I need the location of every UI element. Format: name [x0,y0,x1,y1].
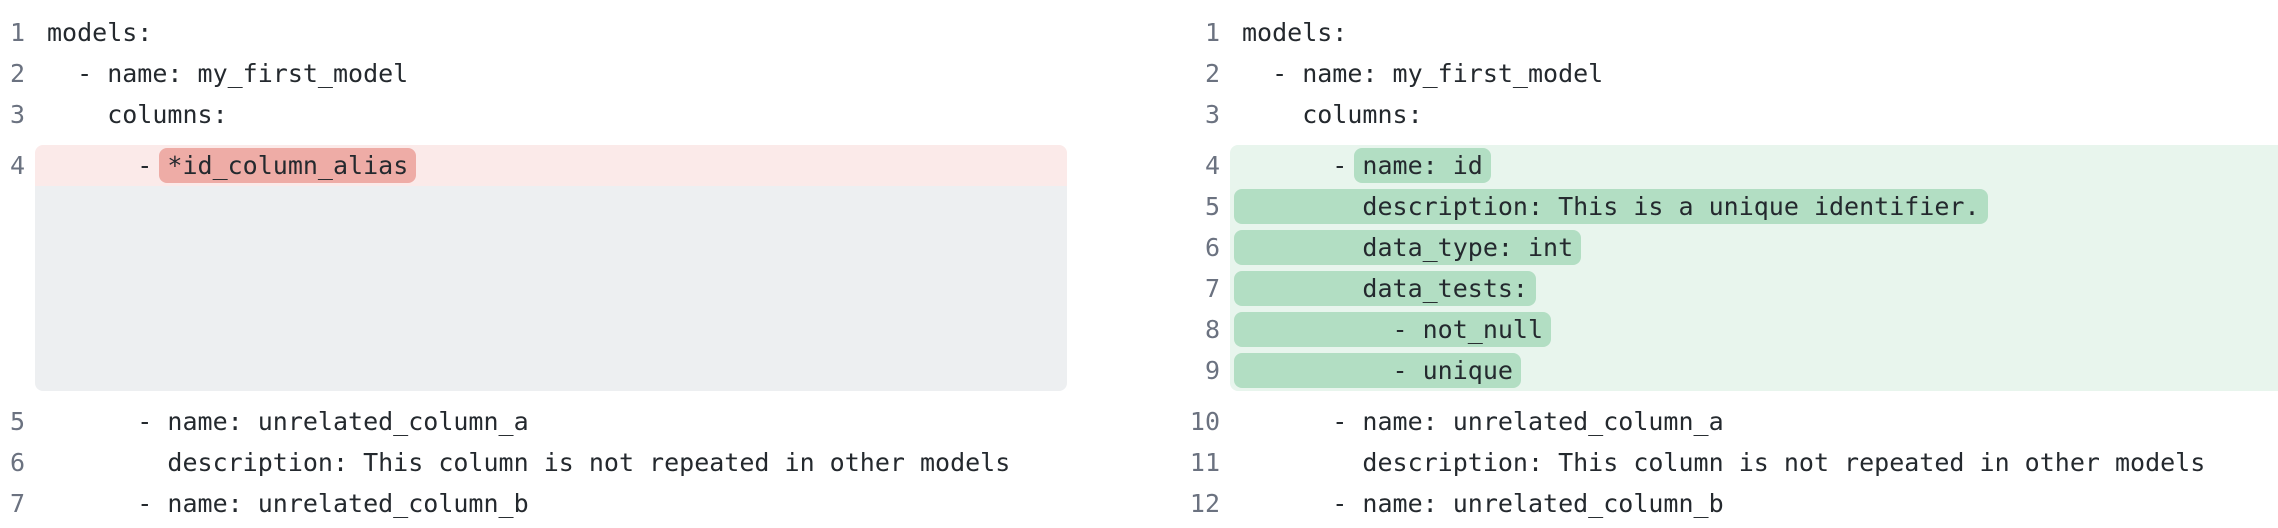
code-text: - name: unrelated_column_b [1242,489,1724,518]
added-word-highlight: - not_null [1234,312,1552,347]
line-number: 7 [9,489,25,518]
code-line: 3 columns: [1175,94,2278,135]
added-line: data_tests: [1230,268,2278,309]
added-word-highlight: name: id [1354,148,1491,183]
code-text: - name: unrelated_column_a [1242,407,1724,436]
line-number: 11 [1189,448,1220,477]
code-text: description: This column is not repeated… [1242,448,2206,477]
added-block-gutter: 4 5 6 7 8 9 [1175,145,1220,391]
code-line: 1 models: [0,12,1139,53]
removed-block-body: - *id_column_alias [35,145,1067,391]
removed-block-gutter: 4 [0,145,25,391]
diff-pane-before: 1 models: 2 - name: my_first_model 3 col… [0,12,1139,524]
line-number: 6 [9,448,25,477]
added-block: 4 5 6 7 8 9 - name: id description: This… [1175,145,2278,391]
added-line: - not_null [1230,309,2278,350]
code-text: - name: unrelated_column_b [47,489,529,518]
line-number: 10 [1189,407,1220,436]
code-text: - name: unrelated_column_a [47,407,529,436]
line-number: 3 [1204,100,1220,129]
code-text: - [1242,151,1363,180]
line-number: 4 [1204,151,1220,180]
diff-pane-after: 1 models: 2 - name: my_first_model 3 col… [1139,0,2278,528]
code-line: 11 description: This column is not repea… [1175,442,2278,483]
removed-word-highlight: *id_column_alias [159,148,417,183]
line-number: 9 [1204,356,1220,385]
line-number: 3 [9,100,25,129]
line-number: 1 [9,18,25,47]
added-line: - unique [1230,350,2278,391]
added-word-highlight: description: This is a unique identifier… [1234,189,1988,224]
added-line: - name: id [1230,145,2278,186]
line-number: 5 [1204,192,1220,221]
added-line: description: This is a unique identifier… [1230,186,2278,227]
added-word-highlight: data_type: int [1234,230,1582,265]
code-text: - [47,151,168,180]
code-line: 6 description: This column is not repeat… [0,442,1139,483]
code-line: 12 - name: unrelated_column_b [1175,483,2278,524]
code-line: 3 columns: [0,94,1139,135]
code-text: columns: [1242,100,1423,129]
code-text: columns: [47,100,228,129]
added-word-highlight: data_tests: [1234,271,1536,306]
added-word-highlight: - unique [1234,353,1521,388]
code-line: 7 - name: unrelated_column_b [0,483,1139,524]
added-block-body: - name: id description: This is a unique… [1230,145,2278,391]
removed-block: 4 - *id_column_alias [0,145,1139,391]
code-text: models: [47,18,153,47]
code-text: models: [1242,18,1348,47]
code-text: - name: my_first_model [47,59,409,88]
line-number: 12 [1189,489,1220,518]
code-text: - name: my_first_model [1242,59,1604,88]
code-text: description: This column is not repeated… [47,448,1011,477]
line-number: 5 [9,407,25,436]
code-line: 2 - name: my_first_model [1175,53,2278,94]
code-line: 1 models: [1175,12,2278,53]
line-number: 1 [1204,18,1220,47]
line-number: 7 [1204,274,1220,303]
line-number: 4 [9,151,25,180]
code-line: 10 - name: unrelated_column_a [1175,401,2278,442]
alignment-filler [35,186,1067,391]
line-number: 6 [1204,233,1220,262]
code-line: 5 - name: unrelated_column_a [0,401,1139,442]
line-number: 2 [9,59,25,88]
added-line: data_type: int [1230,227,2278,268]
line-number: 2 [1204,59,1220,88]
removed-line: - *id_column_alias [35,145,1067,186]
code-line: 2 - name: my_first_model [0,53,1139,94]
line-number: 8 [1204,315,1220,344]
